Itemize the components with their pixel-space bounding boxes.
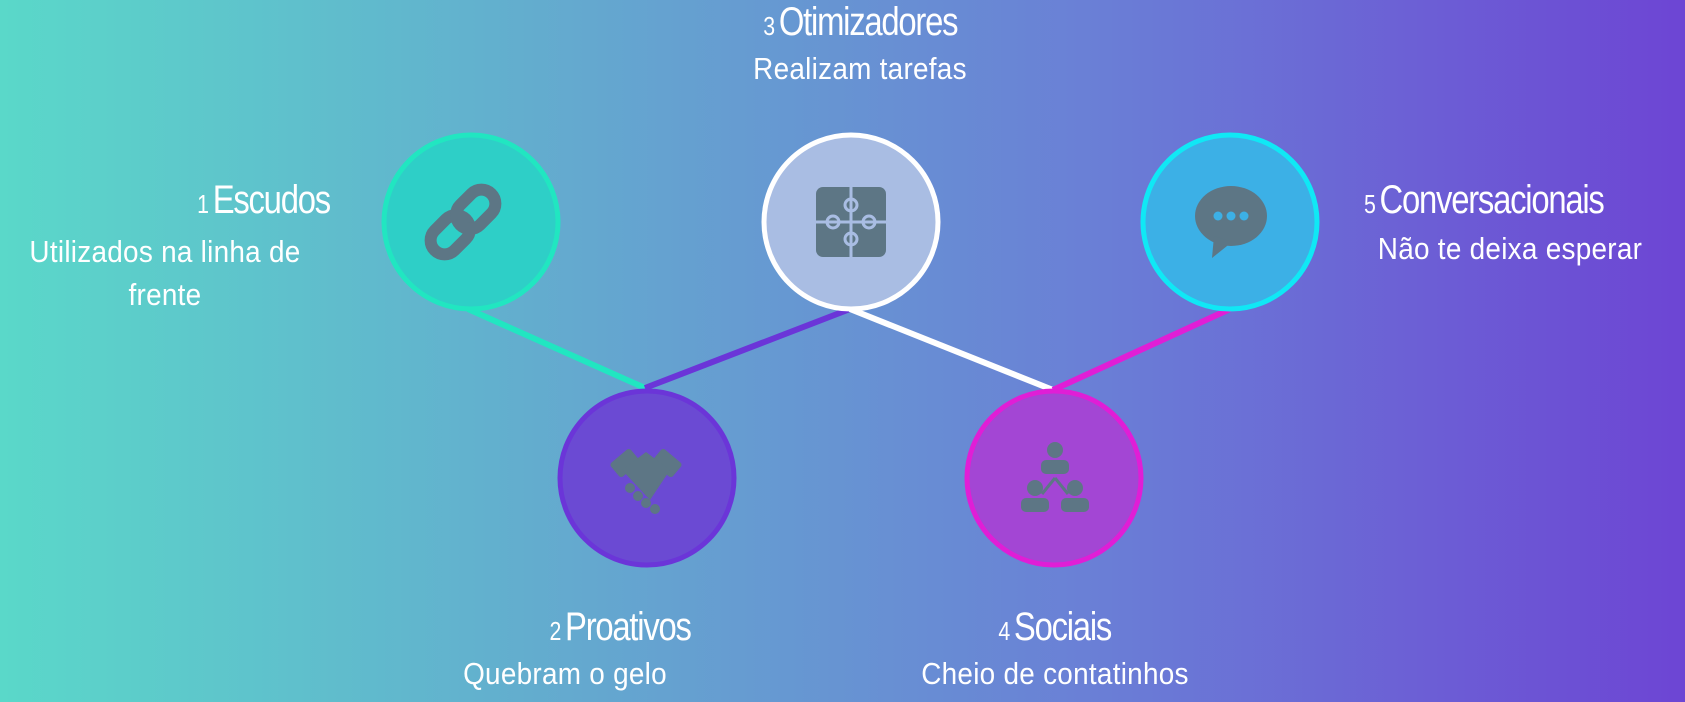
connector-3-4 (848, 306, 1055, 393)
handshake-icon (610, 448, 682, 514)
node-4-desc-line-1: Cheio de contatinhos (921, 656, 1189, 691)
connector-1-2 (466, 306, 647, 391)
node-1-escudos (381, 132, 561, 312)
network-icon (1021, 442, 1089, 512)
node-1-number: 1 (197, 189, 209, 219)
node-1-desc-line-2: frente (128, 277, 202, 312)
node-1-desc: Utilizados na linha de frente (0, 230, 330, 316)
link-icon (424, 183, 502, 261)
node-1-title: Escudos (212, 178, 331, 222)
node-4-sociais (964, 388, 1144, 568)
node-2-title: Proativos (564, 605, 692, 649)
node-4-title: Sociais (1014, 605, 1112, 649)
node-5-title: Conversacionais (1379, 178, 1604, 222)
node-5-conversacionais (1140, 132, 1320, 312)
node-3-number: 3 (762, 11, 775, 41)
connector-5-4 (1051, 306, 1232, 393)
node-2-desc-line-1: Quebram o gelo (463, 656, 667, 691)
chat-bubble-icon (1195, 186, 1267, 258)
puzzle-icon (816, 187, 886, 257)
node-5-desc-line-1: Não te deixa esperar (1377, 231, 1643, 266)
node-4-number: 4 (998, 616, 1011, 646)
connector-3-2 (643, 306, 852, 391)
node-3-otimizadores (761, 132, 941, 312)
node-1-desc-line-1: Utilizados na linha de (29, 234, 301, 269)
node-3-desc-line-1: Realizam tarefas (753, 51, 967, 86)
node-2-number: 2 (549, 616, 561, 646)
node-5-number: 5 (1363, 189, 1376, 219)
node-3-title: Otimizadores (778, 0, 959, 44)
node-2-proativos (557, 388, 737, 568)
